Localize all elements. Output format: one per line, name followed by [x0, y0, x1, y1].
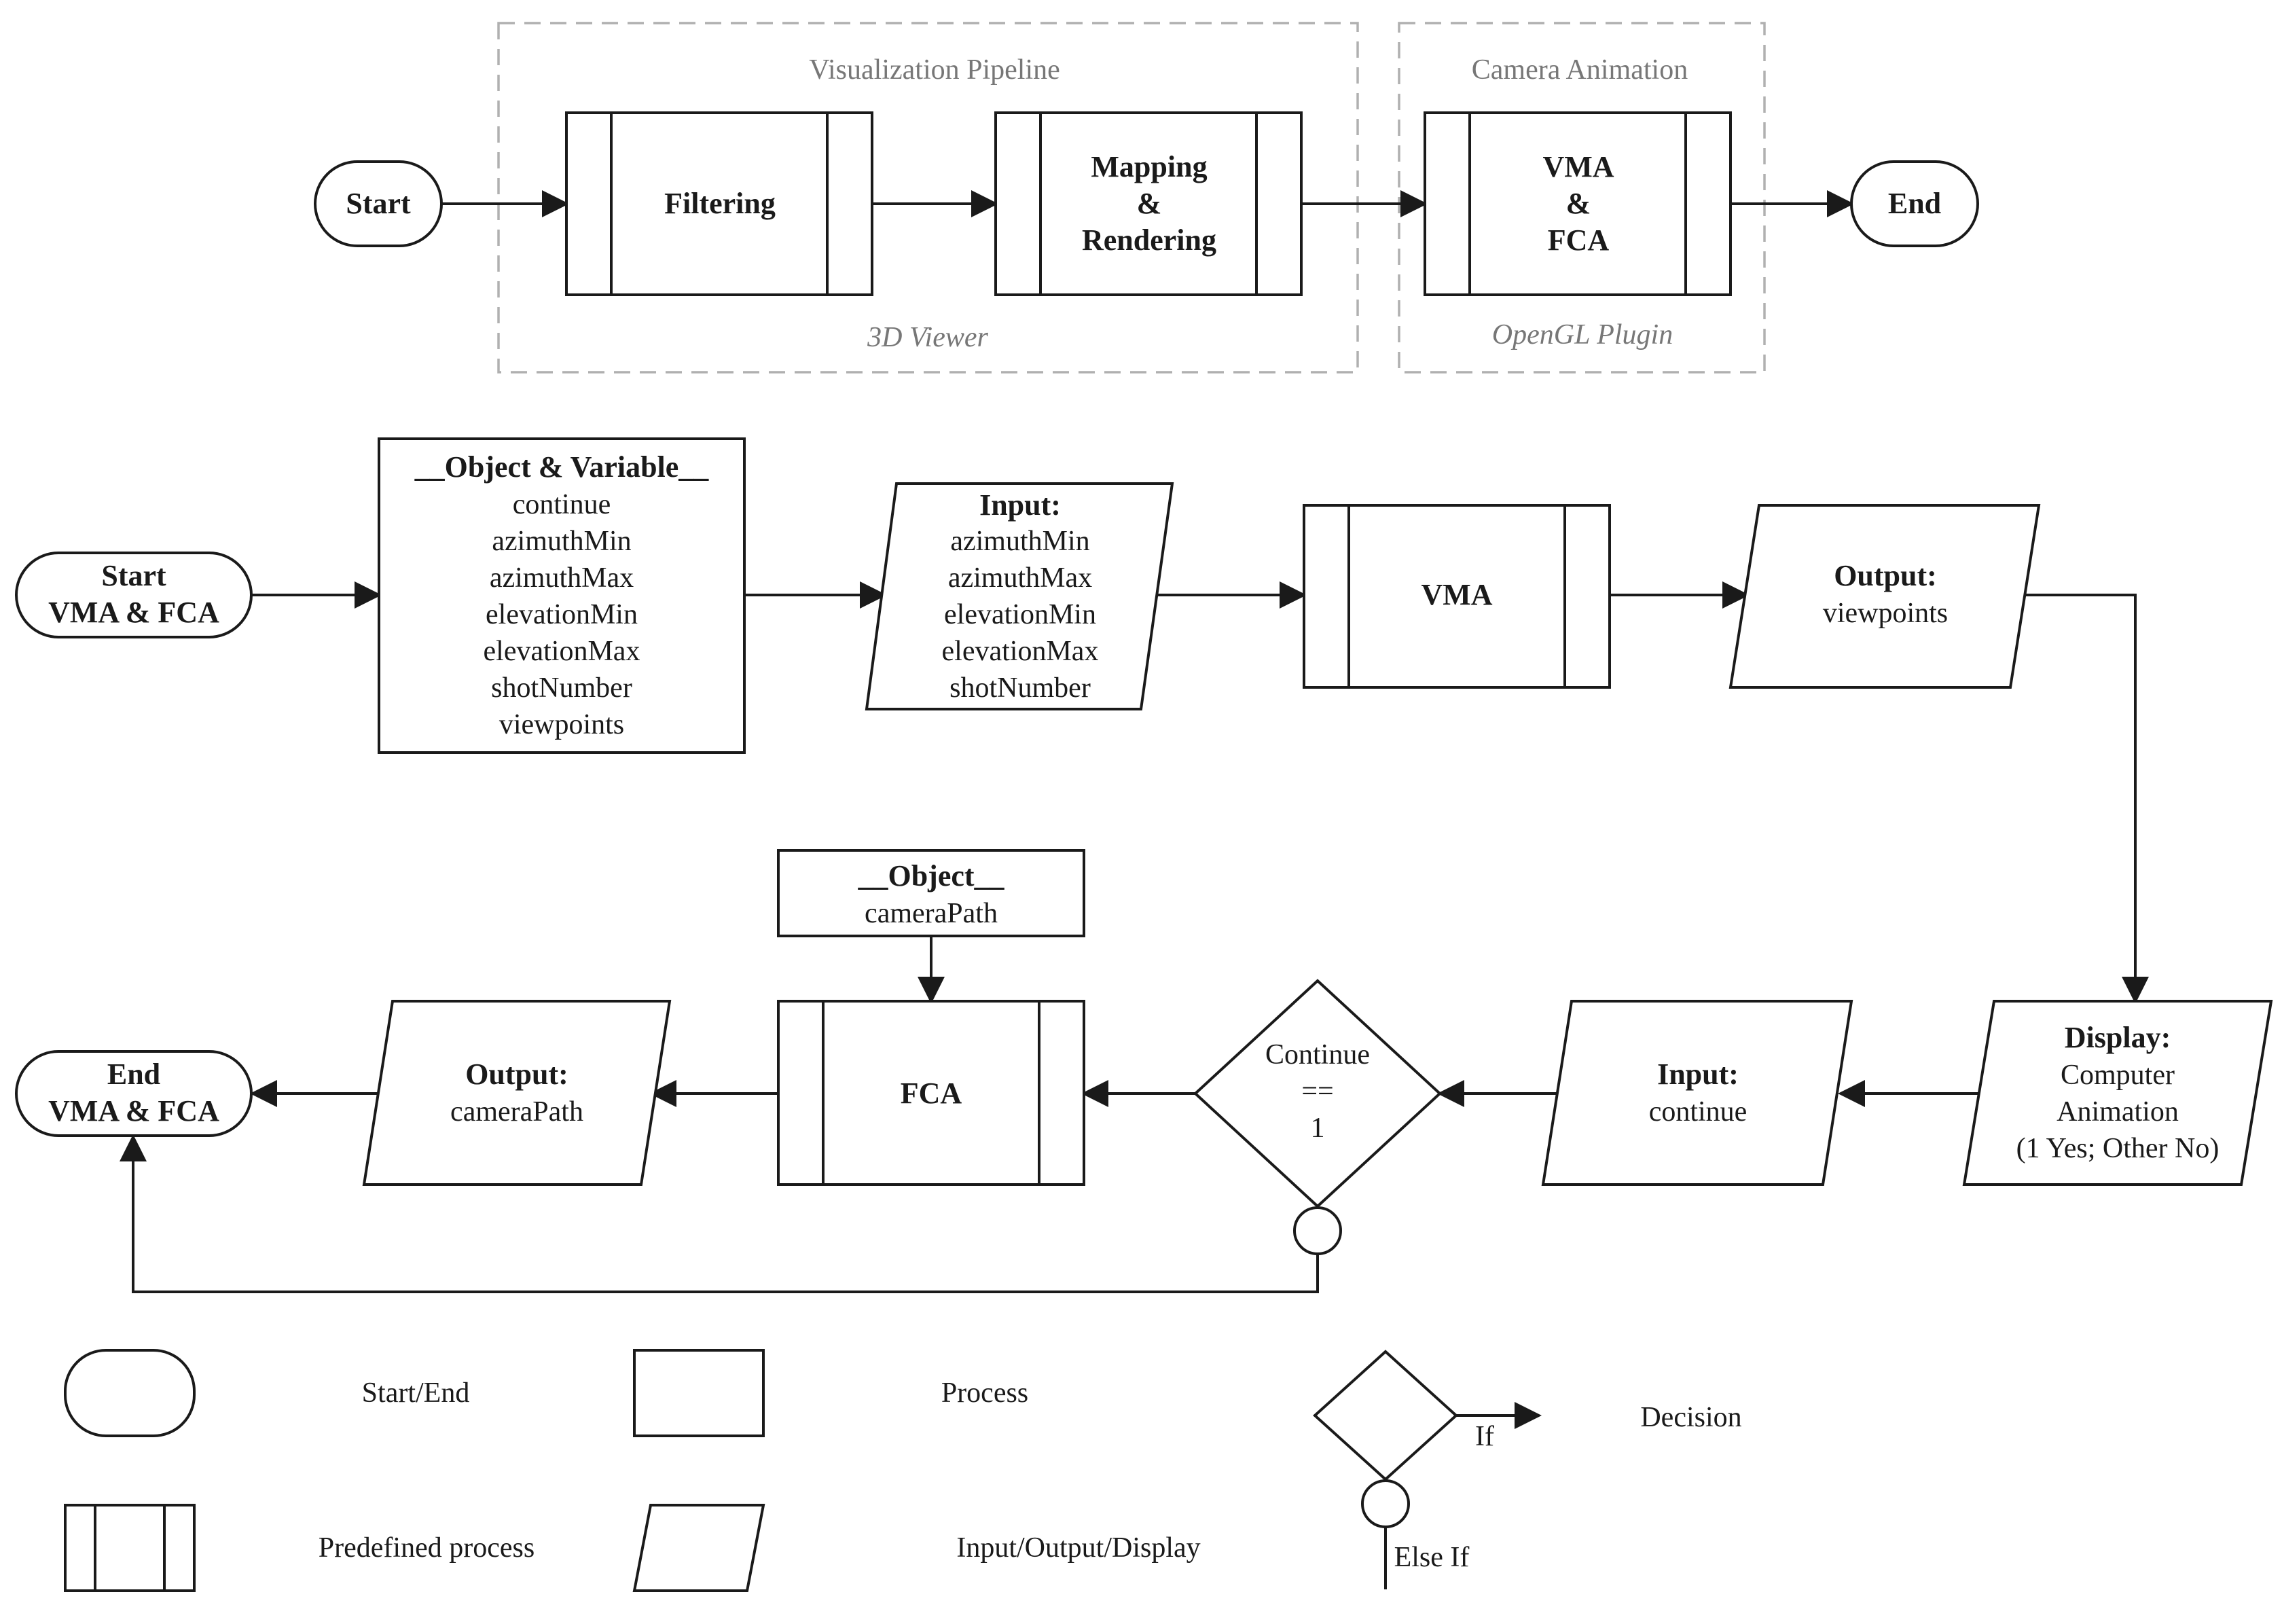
continue-decision: Continue == 1 [1193, 979, 1442, 1208]
arrow-else-to-end [120, 1134, 1319, 1293]
legend-if-label: If [1475, 1421, 1494, 1452]
input-continue-title: Input: [1657, 1058, 1739, 1091]
filtering-label: Filtering [664, 187, 776, 220]
output-camera-path-io: Output: cameraPath [362, 1000, 672, 1186]
legend-process-symbol [633, 1349, 765, 1437]
legend-predefined-symbol [64, 1504, 196, 1592]
legend: Start/End Process If Else If Decision Pr… [64, 1349, 1742, 1592]
legend-io: Input/Output/Display [632, 1504, 1201, 1592]
legend-decision-label: Decision [1640, 1402, 1741, 1433]
legend-terminal-symbol [64, 1349, 196, 1437]
input-parameter-item: shotNumber [949, 672, 1091, 704]
decision-line-1: Continue [1265, 1039, 1370, 1070]
input-parameter-item: elevationMin [944, 599, 1096, 630]
top-end-label: End [1888, 187, 1941, 220]
fca-label: FCA [901, 1077, 962, 1110]
legend-decision: If Else If Decision [1313, 1350, 1742, 1589]
variable-item: elevationMax [484, 636, 640, 667]
input-parameter-item: azimuthMin [950, 526, 1089, 557]
mapping-rendering-predefined-process: Mapping & Rendering [994, 111, 1303, 296]
variable-item: viewpoints [499, 709, 624, 740]
opengl-plugin-label: OpenGL Plugin [1492, 319, 1673, 350]
top-start-label: Start [346, 187, 411, 220]
vma-fca-line-3: FCA [1548, 223, 1610, 257]
camera-path-object-process: __Object__ cameraPath [777, 849, 1085, 937]
visualization-pipeline-label: Visualization Pipeline [809, 54, 1060, 86]
legend-else-connector [1361, 1479, 1410, 1528]
input-parameters-io: Input: azimuthMin azimuthMax elevationMi… [865, 482, 1174, 710]
input-continue-item: continue [1649, 1096, 1747, 1127]
input-parameter-item: elevationMax [942, 636, 1099, 667]
variable-item: continue [513, 489, 611, 520]
display-animation-io: Display: Computer Animation (1 Yes; Othe… [1962, 1000, 2273, 1186]
object-title: __Object__ [857, 859, 1004, 892]
legend-predefined-label: Predefined process [319, 1532, 535, 1564]
display-title: Display: [2065, 1021, 2171, 1054]
vma-predefined-process: VMA [1303, 504, 1611, 689]
camera-animation-group: Camera Animation OpenGL Plugin [1398, 22, 1766, 374]
top-end-terminal: End [1850, 160, 1979, 247]
input-continue-io: Input: continue [1541, 1000, 1853, 1186]
main-end-line-2: VMA & FCA [48, 1094, 219, 1127]
output-viewpoints-title: Output: [1834, 559, 1937, 592]
variable-item: azimuthMin [492, 526, 631, 557]
decision-line-3: 1 [1311, 1113, 1325, 1144]
legend-decision-symbol [1313, 1350, 1458, 1481]
variable-item: azimuthMax [490, 562, 634, 594]
mapping-line-3: Rendering [1082, 223, 1216, 257]
input-parameters-title: Input: [979, 488, 1061, 522]
mapping-line-1: Mapping [1091, 150, 1207, 183]
vma-fca-predefined-process: VMA & FCA [1424, 111, 1732, 296]
output-viewpoints-io: Output: viewpoints [1728, 504, 2041, 689]
legend-predefined: Predefined process [64, 1504, 535, 1592]
vma-fca-line-2: & [1566, 187, 1591, 220]
object-variable-title: __Object & Variable__ [414, 450, 710, 484]
display-item: (1 Yes; Other No) [2016, 1133, 2220, 1164]
legend-start-end: Start/End [64, 1349, 470, 1437]
variable-item: shotNumber [491, 672, 632, 704]
top-start-terminal: Start [314, 160, 443, 247]
fca-predefined-process: FCA [777, 1000, 1085, 1186]
else-if-connector [1293, 1206, 1342, 1255]
main-start-line-2: VMA & FCA [48, 596, 219, 629]
camera-animation-label: Camera Animation [1472, 54, 1688, 86]
legend-process: Process [633, 1349, 1028, 1437]
mapping-line-2: & [1137, 187, 1162, 220]
3d-viewer-label: 3D Viewer [867, 322, 988, 353]
main-start-terminal: Start VMA & FCA [15, 552, 253, 638]
legend-else-if-label: Else If [1394, 1542, 1470, 1573]
object-item: cameraPath [865, 898, 998, 929]
main-end-terminal: End VMA & FCA [15, 1050, 253, 1137]
filtering-predefined-process: Filtering [565, 111, 873, 296]
visualization-pipeline-group: Visualization Pipeline 3D Viewer [497, 22, 1359, 374]
main-end-line-1: End [107, 1058, 160, 1091]
display-item: Computer [2061, 1060, 2175, 1091]
main-start-line-1: Start [101, 559, 166, 592]
vma-fca-line-1: VMA [1542, 150, 1614, 183]
vma-label: VMA [1421, 578, 1492, 611]
decision-line-2: == [1301, 1076, 1333, 1107]
legend-start-end-label: Start/End [362, 1377, 470, 1409]
input-parameter-item: azimuthMax [948, 562, 1092, 594]
arrow-output-to-display [2024, 594, 2149, 1004]
object-variable-process: __Object & Variable__ continue azimuthMi… [378, 437, 746, 754]
output-viewpoints-item: viewpoints [1823, 598, 1948, 629]
output-camera-path-title: Output: [465, 1058, 568, 1091]
legend-io-label: Input/Output/Display [956, 1532, 1200, 1564]
legend-process-label: Process [941, 1377, 1028, 1409]
variable-item: elevationMin [486, 599, 638, 630]
display-item: Animation [2057, 1096, 2179, 1127]
legend-io-symbol [632, 1504, 765, 1592]
output-camera-path-item: cameraPath [450, 1096, 583, 1127]
